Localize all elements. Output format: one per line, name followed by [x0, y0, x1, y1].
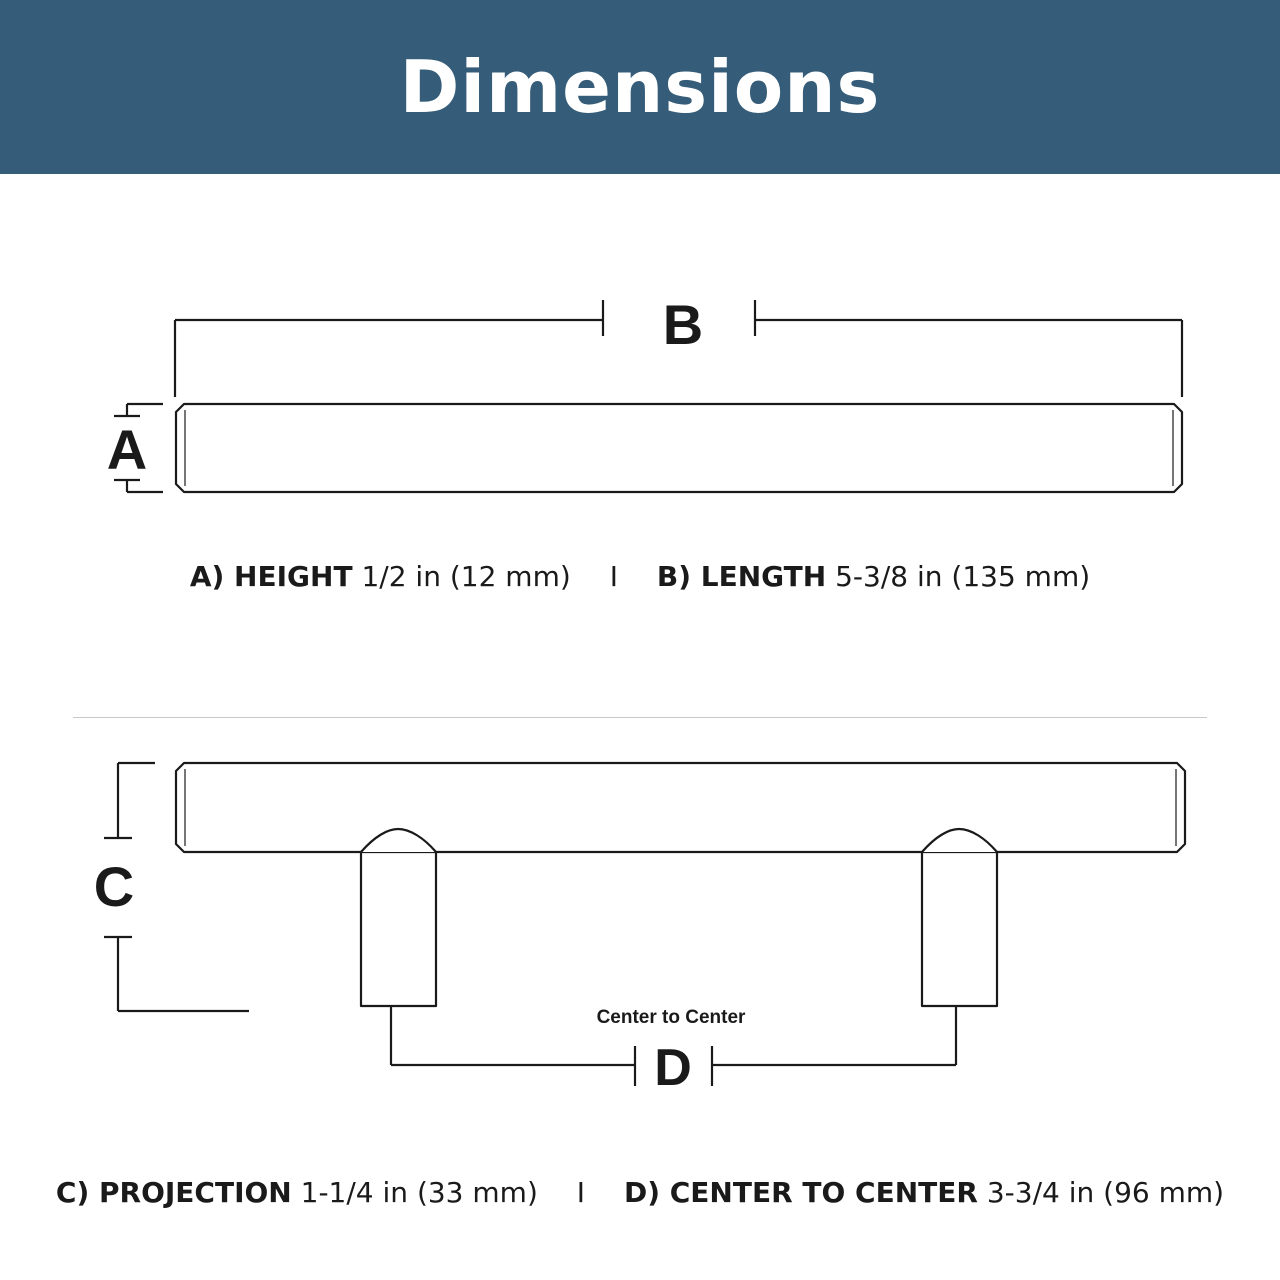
bar-side-view	[174, 761, 1187, 854]
spec-d-value: 3-3/4 in (96 mm)	[986, 1176, 1225, 1209]
center-to-center-label: Center to Center	[597, 1007, 746, 1028]
spec-c-value: 1-1/4 in (33 mm)	[300, 1176, 538, 1209]
left-leg	[359, 827, 438, 1008]
dimension-b-line	[173, 300, 1184, 397]
bar-top-view	[174, 402, 1184, 494]
spec-line-height-length: A) HEIGHT 1/2 in (12 mm) I B) LENGTH 5-3…	[0, 560, 1280, 593]
page-title: Dimensions	[399, 45, 881, 129]
right-leg	[920, 827, 999, 1008]
spec-a-key: A) HEIGHT	[189, 560, 353, 593]
spec-d-key: D) CENTER TO CENTER	[623, 1176, 978, 1209]
spec-b-value: 5-3/8 in (135 mm)	[835, 560, 1091, 593]
dimension-c-line	[104, 761, 249, 1013]
spec-separator: I	[576, 1176, 586, 1209]
header-banner: Dimensions	[0, 0, 1280, 174]
dimension-d-line	[389, 1006, 958, 1086]
spec-separator: I	[609, 560, 618, 593]
spec-line-projection-center: C) PROJECTION 1-1/4 in (33 mm) I D) CENT…	[0, 1176, 1280, 1209]
label-c: C	[94, 855, 134, 918]
spec-b-key: B) LENGTH	[656, 560, 827, 593]
spec-c-key: C) PROJECTION	[55, 1176, 292, 1209]
label-d: D	[654, 1039, 692, 1097]
section-divider	[73, 717, 1207, 718]
label-b: B	[663, 293, 703, 356]
dimension-a-line	[114, 402, 163, 494]
spec-a-value: 1/2 in (12 mm)	[361, 560, 571, 593]
label-a: A	[107, 418, 147, 481]
